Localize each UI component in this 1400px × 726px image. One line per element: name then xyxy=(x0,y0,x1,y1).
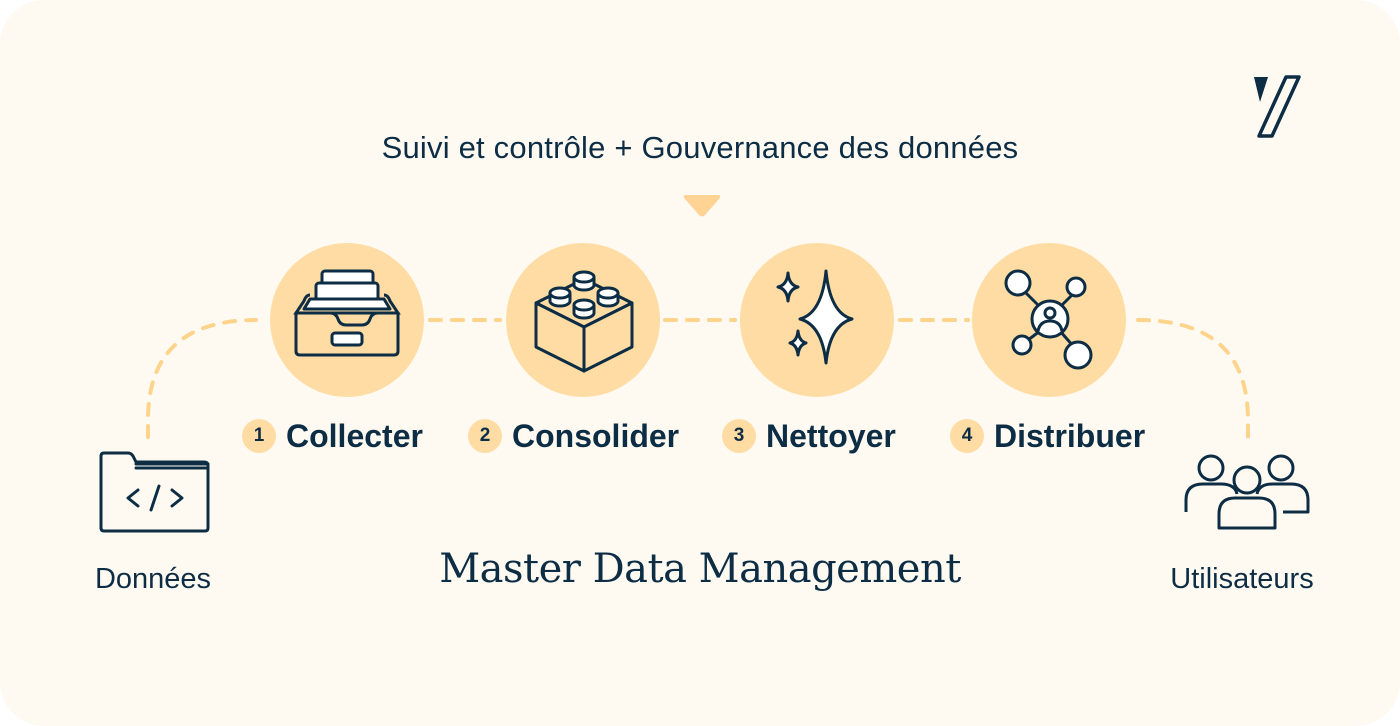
step-distribuer-circle xyxy=(972,243,1126,397)
governance-subtitle: Suivi et contrôle + Gouvernance des donn… xyxy=(381,130,1019,165)
step-number-badge: 3 xyxy=(722,419,756,453)
file-drawer-icon xyxy=(293,269,401,357)
step-number-badge: 2 xyxy=(468,419,502,453)
step-4-label: 4 Distribuer xyxy=(950,416,1145,456)
step-number-badge: 4 xyxy=(950,419,984,453)
step-number-badge: 1 xyxy=(242,419,276,453)
folder-code-icon xyxy=(99,451,210,533)
down-arrow-icon xyxy=(683,195,721,217)
destination-label: Utilisateurs xyxy=(1170,563,1314,595)
sparkles-icon xyxy=(776,269,854,365)
step-title: Collecter xyxy=(286,417,423,454)
network-user-icon xyxy=(1004,269,1093,370)
step-title: Nettoyer xyxy=(766,417,896,454)
step-nettoyer-circle xyxy=(740,243,894,397)
step-title: Consolider xyxy=(512,417,680,454)
step-title: Distribuer xyxy=(994,417,1146,454)
building-block-icon xyxy=(534,270,634,373)
step-consolider-circle xyxy=(506,243,660,397)
users-group-icon xyxy=(1184,454,1310,530)
step-3-label: 3 Nettoyer xyxy=(722,416,896,456)
mdm-title: Master Data Management xyxy=(439,546,961,592)
brand-slash-logo xyxy=(1254,75,1301,138)
step-1-label: 1 Collecter xyxy=(242,416,423,456)
source-label: Données xyxy=(94,563,212,595)
step-2-label: 2 Consolider xyxy=(468,416,679,456)
step-collecter-circle xyxy=(270,243,424,397)
